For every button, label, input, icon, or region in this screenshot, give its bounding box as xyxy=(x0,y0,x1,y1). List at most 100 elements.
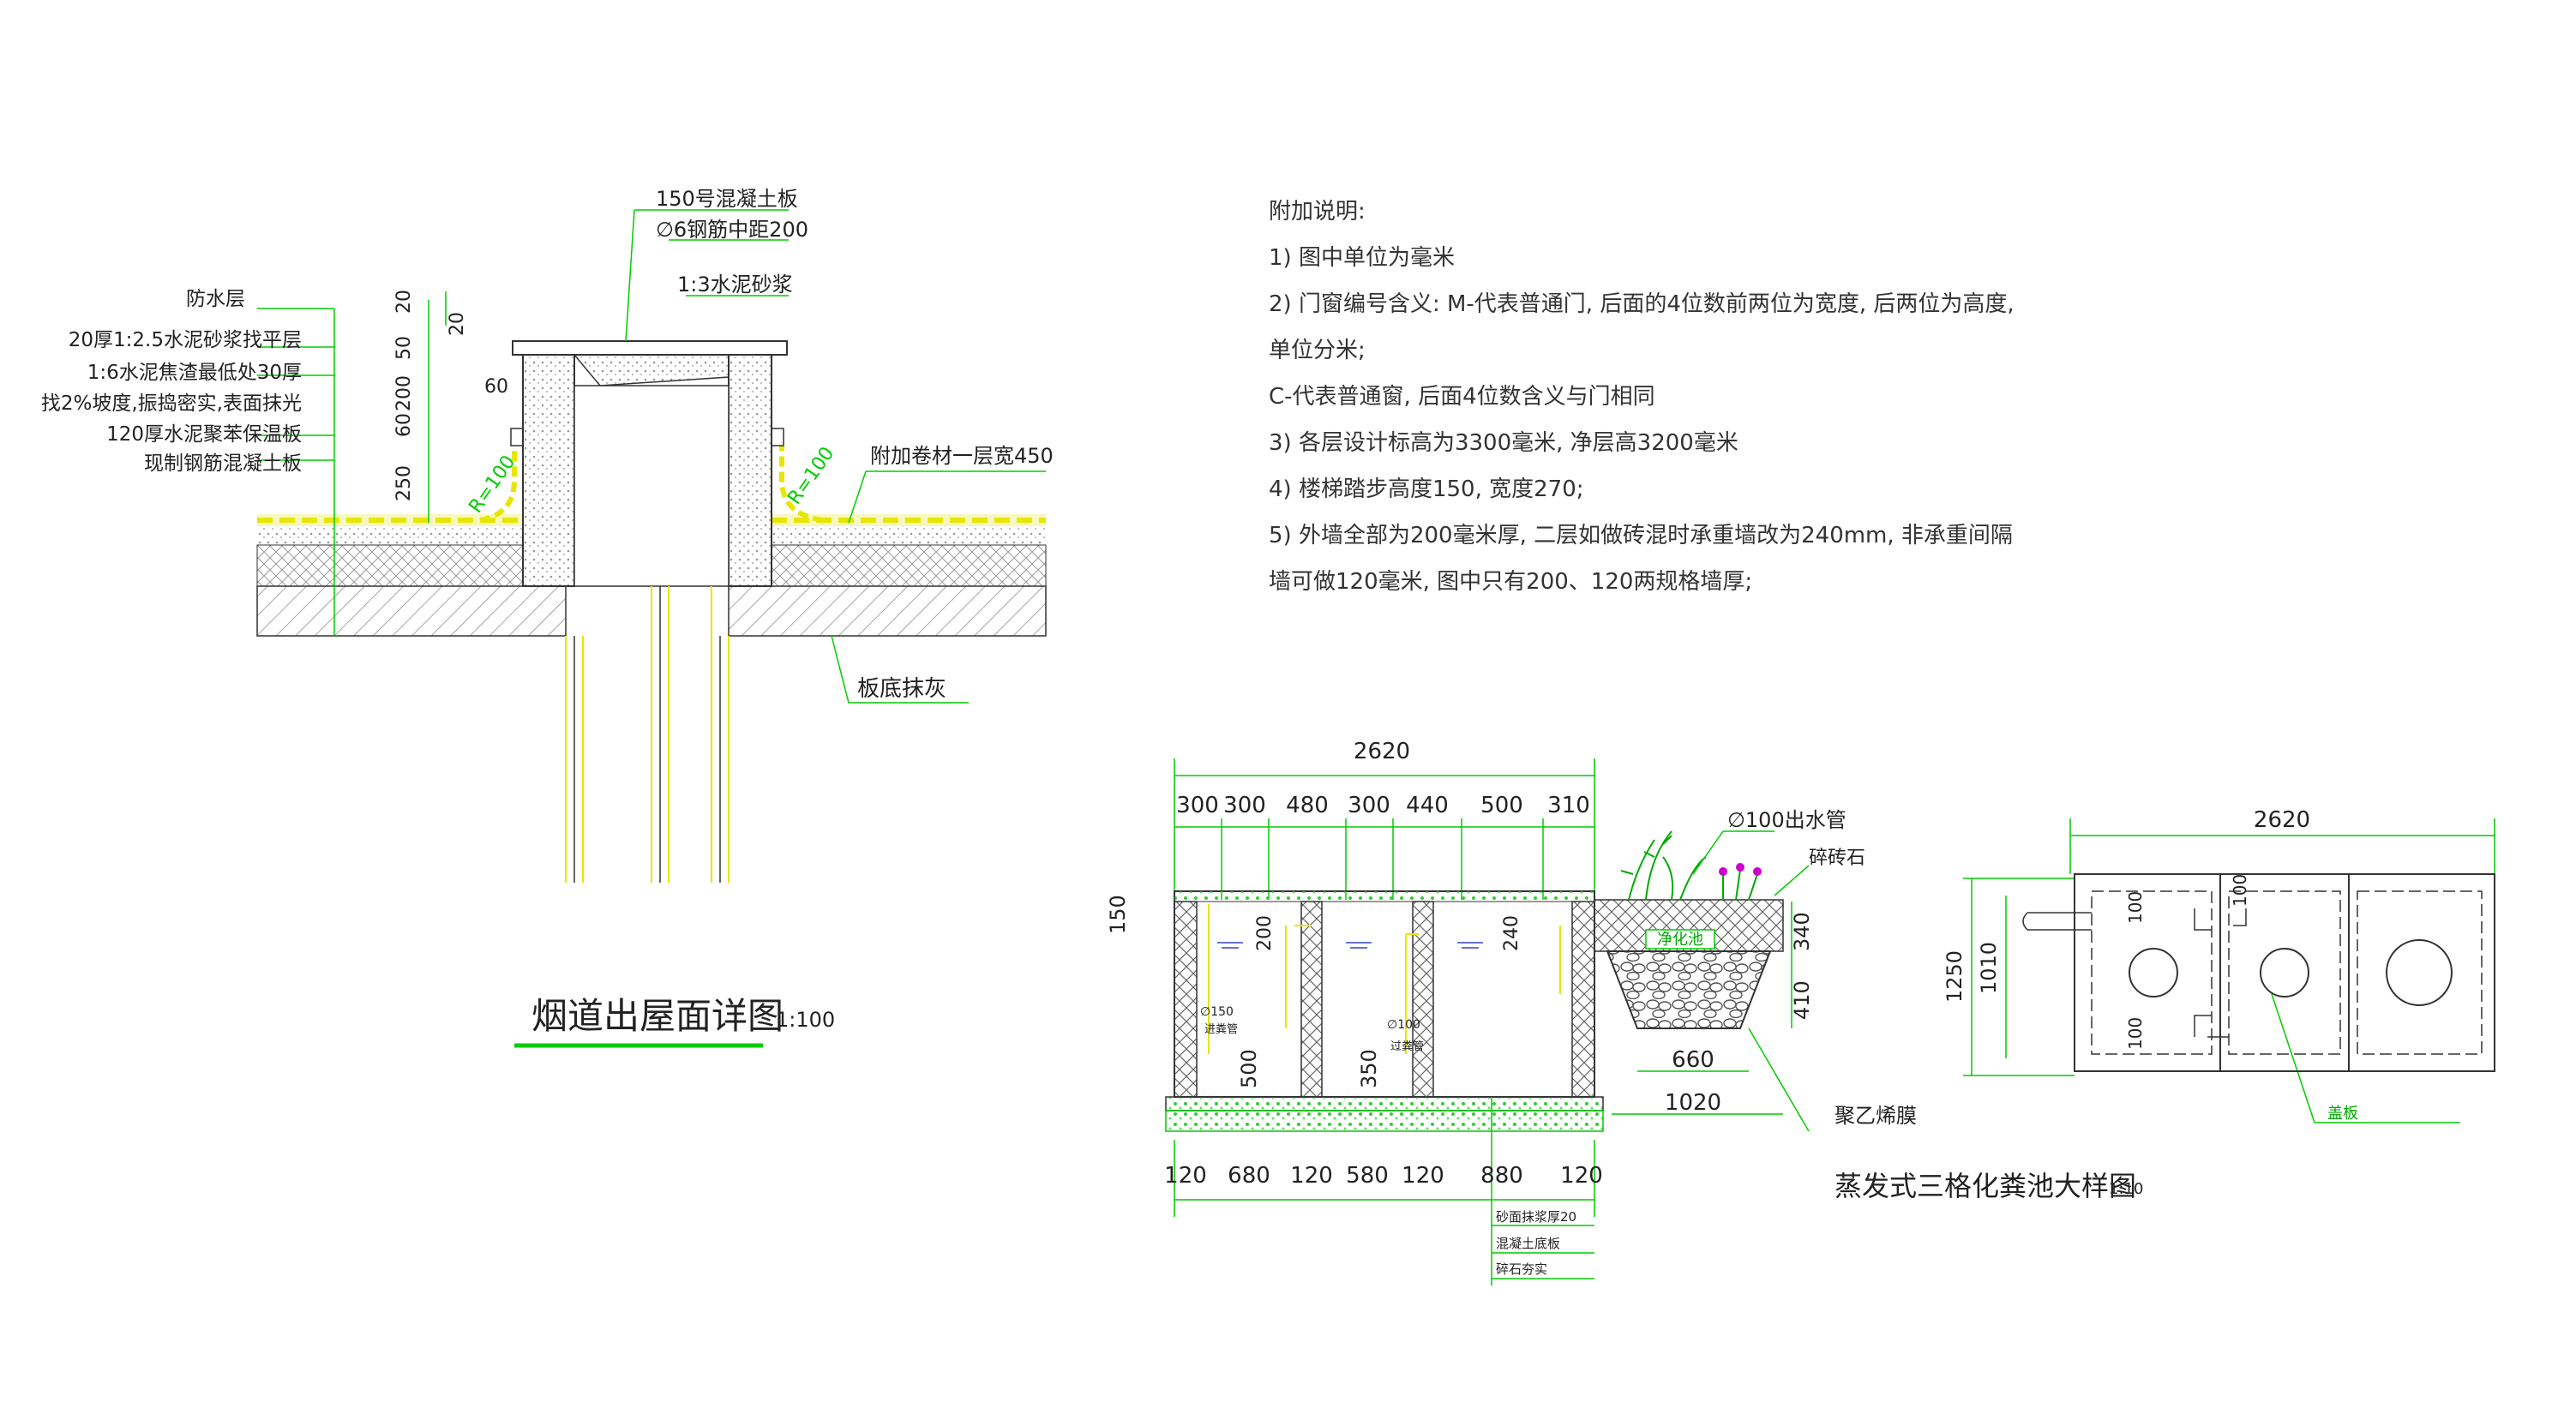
label-extra-membrane: 附加卷材一层宽450 xyxy=(870,444,1054,468)
basin-dim-410: 410 xyxy=(1790,980,1814,1020)
top-dim-0: 300 xyxy=(1176,793,1219,818)
dim-20b: 20 xyxy=(447,312,468,336)
plan-height-outer: 1250 xyxy=(1943,950,1967,1003)
notes-line-4: C-代表普通窗, 后面4位数含义与门相同 xyxy=(1269,384,1655,410)
top-dim-1: 300 xyxy=(1223,793,1266,818)
plan-outline xyxy=(2074,873,2495,1072)
label-rebar: ∅6钢筋中距200 xyxy=(656,218,808,242)
dim-20a: 20 xyxy=(393,290,415,314)
basin-dim-1020: 1020 xyxy=(1665,1090,1721,1116)
chimney-detail: 20 20 50 200 60 250 60 R=100 R=100 150号混… xyxy=(41,187,1054,1048)
base-gravel xyxy=(1165,1110,1604,1132)
chimney-wall-right xyxy=(728,351,772,587)
tank-wall-left xyxy=(1174,901,1198,1098)
bottom-dim-1: 680 xyxy=(1228,1163,1270,1189)
mortar-cap xyxy=(573,354,730,386)
top-dim-6: 310 xyxy=(1547,793,1590,818)
pipe-label-inlet: 进粪管 xyxy=(1204,1023,1238,1036)
purifier-label-box xyxy=(1645,929,1715,950)
plan-width: 2620 xyxy=(2254,807,2310,833)
notes-line-3: 单位分米; xyxy=(1269,338,1366,363)
chimney-wall-left xyxy=(522,351,575,587)
plan-dim-100-a: 100 xyxy=(2125,891,2146,924)
insulation-layer-left xyxy=(256,544,524,587)
water-levels xyxy=(1217,942,1483,949)
chimney-title: 烟道出屋面详图 xyxy=(531,995,784,1037)
top-dim-2: 480 xyxy=(1286,793,1329,818)
septic-section: 2620 300 300 480 300 440 500 310 150 200… xyxy=(1106,739,1917,1285)
membrane-right xyxy=(779,446,824,523)
screed-layer-left xyxy=(257,514,523,526)
manhole-2 xyxy=(2260,948,2309,998)
dim-50: 50 xyxy=(393,336,415,360)
notes-line-5: 3) 各层设计标高为3300毫米, 净层高3200毫米 xyxy=(1269,430,1738,456)
base-layer-0: 砂面抹浆厚20 xyxy=(1496,1209,1576,1225)
outlet-pipe-label: ∅100出水管 xyxy=(1727,808,1846,832)
label-waterproof: 防水层 xyxy=(186,288,245,310)
septic-plan: 2620 1250 1010 100 100 100 盖板 xyxy=(1943,807,2495,1123)
plan-chamber-3 xyxy=(2357,890,2483,1055)
label-mortar: 1:3水泥砂浆 xyxy=(677,273,793,297)
base-layer-1: 混凝土底板 xyxy=(1496,1236,1560,1251)
dim-250: 250 xyxy=(393,465,415,501)
plan-inlet-pipe xyxy=(2027,912,2092,931)
bottom-dim-5: 880 xyxy=(1480,1163,1523,1189)
slag-layer-left xyxy=(257,526,523,545)
manhole-1 xyxy=(2129,948,2178,998)
membrane-left xyxy=(479,446,517,523)
septic-scale: 1:10 xyxy=(2109,1180,2143,1198)
notes-heading: 附加说明: xyxy=(1269,199,1366,225)
dim-60-top: 60 xyxy=(484,376,508,398)
manhole-3 xyxy=(2386,939,2453,1006)
tank-wall-mid1 xyxy=(1300,901,1323,1098)
tank-cover xyxy=(1174,890,1595,902)
left-dim-150: 150 xyxy=(1106,895,1130,934)
label-insulation: 120厚水泥聚苯保温板 xyxy=(106,423,302,446)
plan-chamber-2 xyxy=(2228,890,2341,1055)
bottom-dim-0: 120 xyxy=(1164,1163,1207,1189)
inner-dim-350: 350 xyxy=(1357,1049,1381,1088)
tank-wall-right xyxy=(1571,901,1595,1098)
base-sand xyxy=(1165,1096,1604,1111)
total-width-label: 2620 xyxy=(1354,739,1410,764)
inner-dim-200: 200 xyxy=(1254,915,1276,951)
top-concrete-slab xyxy=(512,340,788,356)
top-dim-3: 300 xyxy=(1348,793,1390,818)
label-slag2: 找2%坡度,振捣密实,表面抹光 xyxy=(41,392,302,415)
notes-line-7: 5) 外墙全部为200毫米厚, 二层如做砖混时承重墙改为240mm, 非承重间隔 xyxy=(1269,523,2013,548)
inner-dim-500: 500 xyxy=(1237,1049,1261,1088)
plan-height-inner: 1010 xyxy=(1977,942,2001,994)
membrane-label: 聚乙烯膜 xyxy=(1834,1104,1917,1128)
top-dim-5: 500 xyxy=(1480,793,1523,818)
purifier-mesh xyxy=(1594,899,1784,952)
gravel-basin xyxy=(1606,950,1772,1029)
insulation-layer-right xyxy=(771,544,1047,587)
flue-shaft xyxy=(573,385,730,587)
pipe-label-150: ∅150 xyxy=(1200,1005,1234,1019)
septic-title: 蒸发式三格化粪池大样图 xyxy=(1834,1170,2136,1202)
bottom-dim-4: 120 xyxy=(1402,1163,1444,1189)
leader-lines xyxy=(257,209,1046,704)
roof-slab-left xyxy=(256,585,567,637)
notes-line-6: 4) 楼梯踏步高度150, 宽度270; xyxy=(1269,476,1584,502)
plan-dim-100-c: 100 xyxy=(2125,1017,2146,1050)
bottom-dim-2: 120 xyxy=(1290,1163,1333,1189)
basin-dim-340: 340 xyxy=(1790,912,1814,951)
inner-dim-240: 240 xyxy=(1501,915,1522,951)
chimney-scale: 1:100 xyxy=(776,1008,835,1032)
plan-dim-lines xyxy=(1963,818,2495,1123)
notes-line-2: 2) 门窗编号含义: M-代表普通门, 后面的4位数前两位为宽度, 后两位为高度… xyxy=(1269,291,2015,317)
label-slab: 150号混凝土板 xyxy=(656,187,798,211)
pipes-below xyxy=(565,586,730,883)
label-slag1: 1:6水泥焦渣最低处30厚 xyxy=(87,362,302,384)
tank-wall-mid2 xyxy=(1412,901,1434,1098)
plan-dim-100-b: 100 xyxy=(2230,874,2250,907)
gravel-label: 碎砖石 xyxy=(1809,848,1865,869)
basin-dim-lines xyxy=(1612,830,1810,1132)
radius-right-label: R=100 xyxy=(784,443,838,508)
pipe-label-100: ∅100 xyxy=(1387,1018,1420,1032)
pipe-label-transfer: 过粪管 xyxy=(1390,1040,1424,1053)
dim-60-mid: 60 xyxy=(393,413,415,437)
bottom-dim-3: 580 xyxy=(1346,1163,1389,1189)
